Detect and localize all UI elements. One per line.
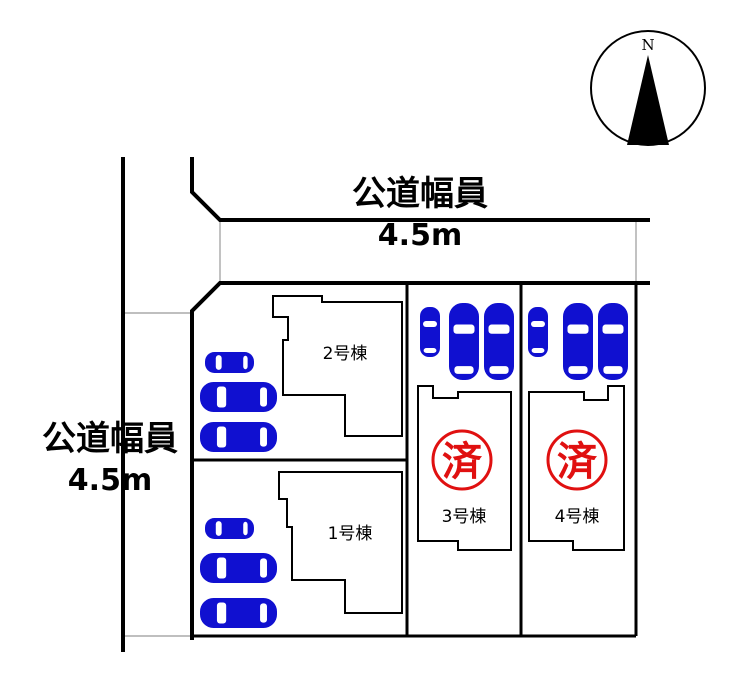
car-icon (598, 303, 628, 380)
car-icon (205, 352, 254, 373)
building-2 (272, 295, 403, 437)
lot-boundaries (192, 283, 638, 638)
car-icon (528, 307, 548, 357)
lot-2-label: 2号棟 (323, 344, 368, 364)
road-lines (121, 157, 650, 652)
sold-stamp-text: 済 (557, 439, 598, 485)
lot-3-label: 3号棟 (442, 507, 487, 527)
car-icon (200, 598, 277, 628)
car-icon (200, 422, 277, 452)
lot-4-label: 4号棟 (555, 507, 600, 527)
lot-1-label: 1号棟 (328, 524, 373, 544)
building-4 (528, 385, 625, 551)
top-road-label: 公道幅員 (352, 174, 488, 214)
sold-stamp-text: 済 (442, 439, 483, 485)
top-road-width: 4.5m (378, 218, 462, 253)
left-road-label: 公道幅員 (42, 419, 178, 459)
sold-stamp-lot-4: 済 (546, 429, 608, 491)
car-icon (420, 307, 440, 357)
left-road-width: 4.5m (68, 463, 152, 498)
car-icon (200, 553, 277, 583)
north-compass-icon: N (590, 30, 706, 146)
building-3 (417, 385, 512, 551)
car-icon (484, 303, 514, 380)
compass-north-label: N (641, 36, 654, 54)
car-icon (205, 518, 254, 539)
car-icon (449, 303, 479, 380)
building-1 (278, 471, 403, 614)
sold-stamp-lot-3: 済 (431, 429, 493, 491)
dimension-markers (125, 222, 637, 637)
parking-cars (200, 303, 628, 628)
car-icon (563, 303, 593, 380)
car-icon (200, 382, 277, 412)
